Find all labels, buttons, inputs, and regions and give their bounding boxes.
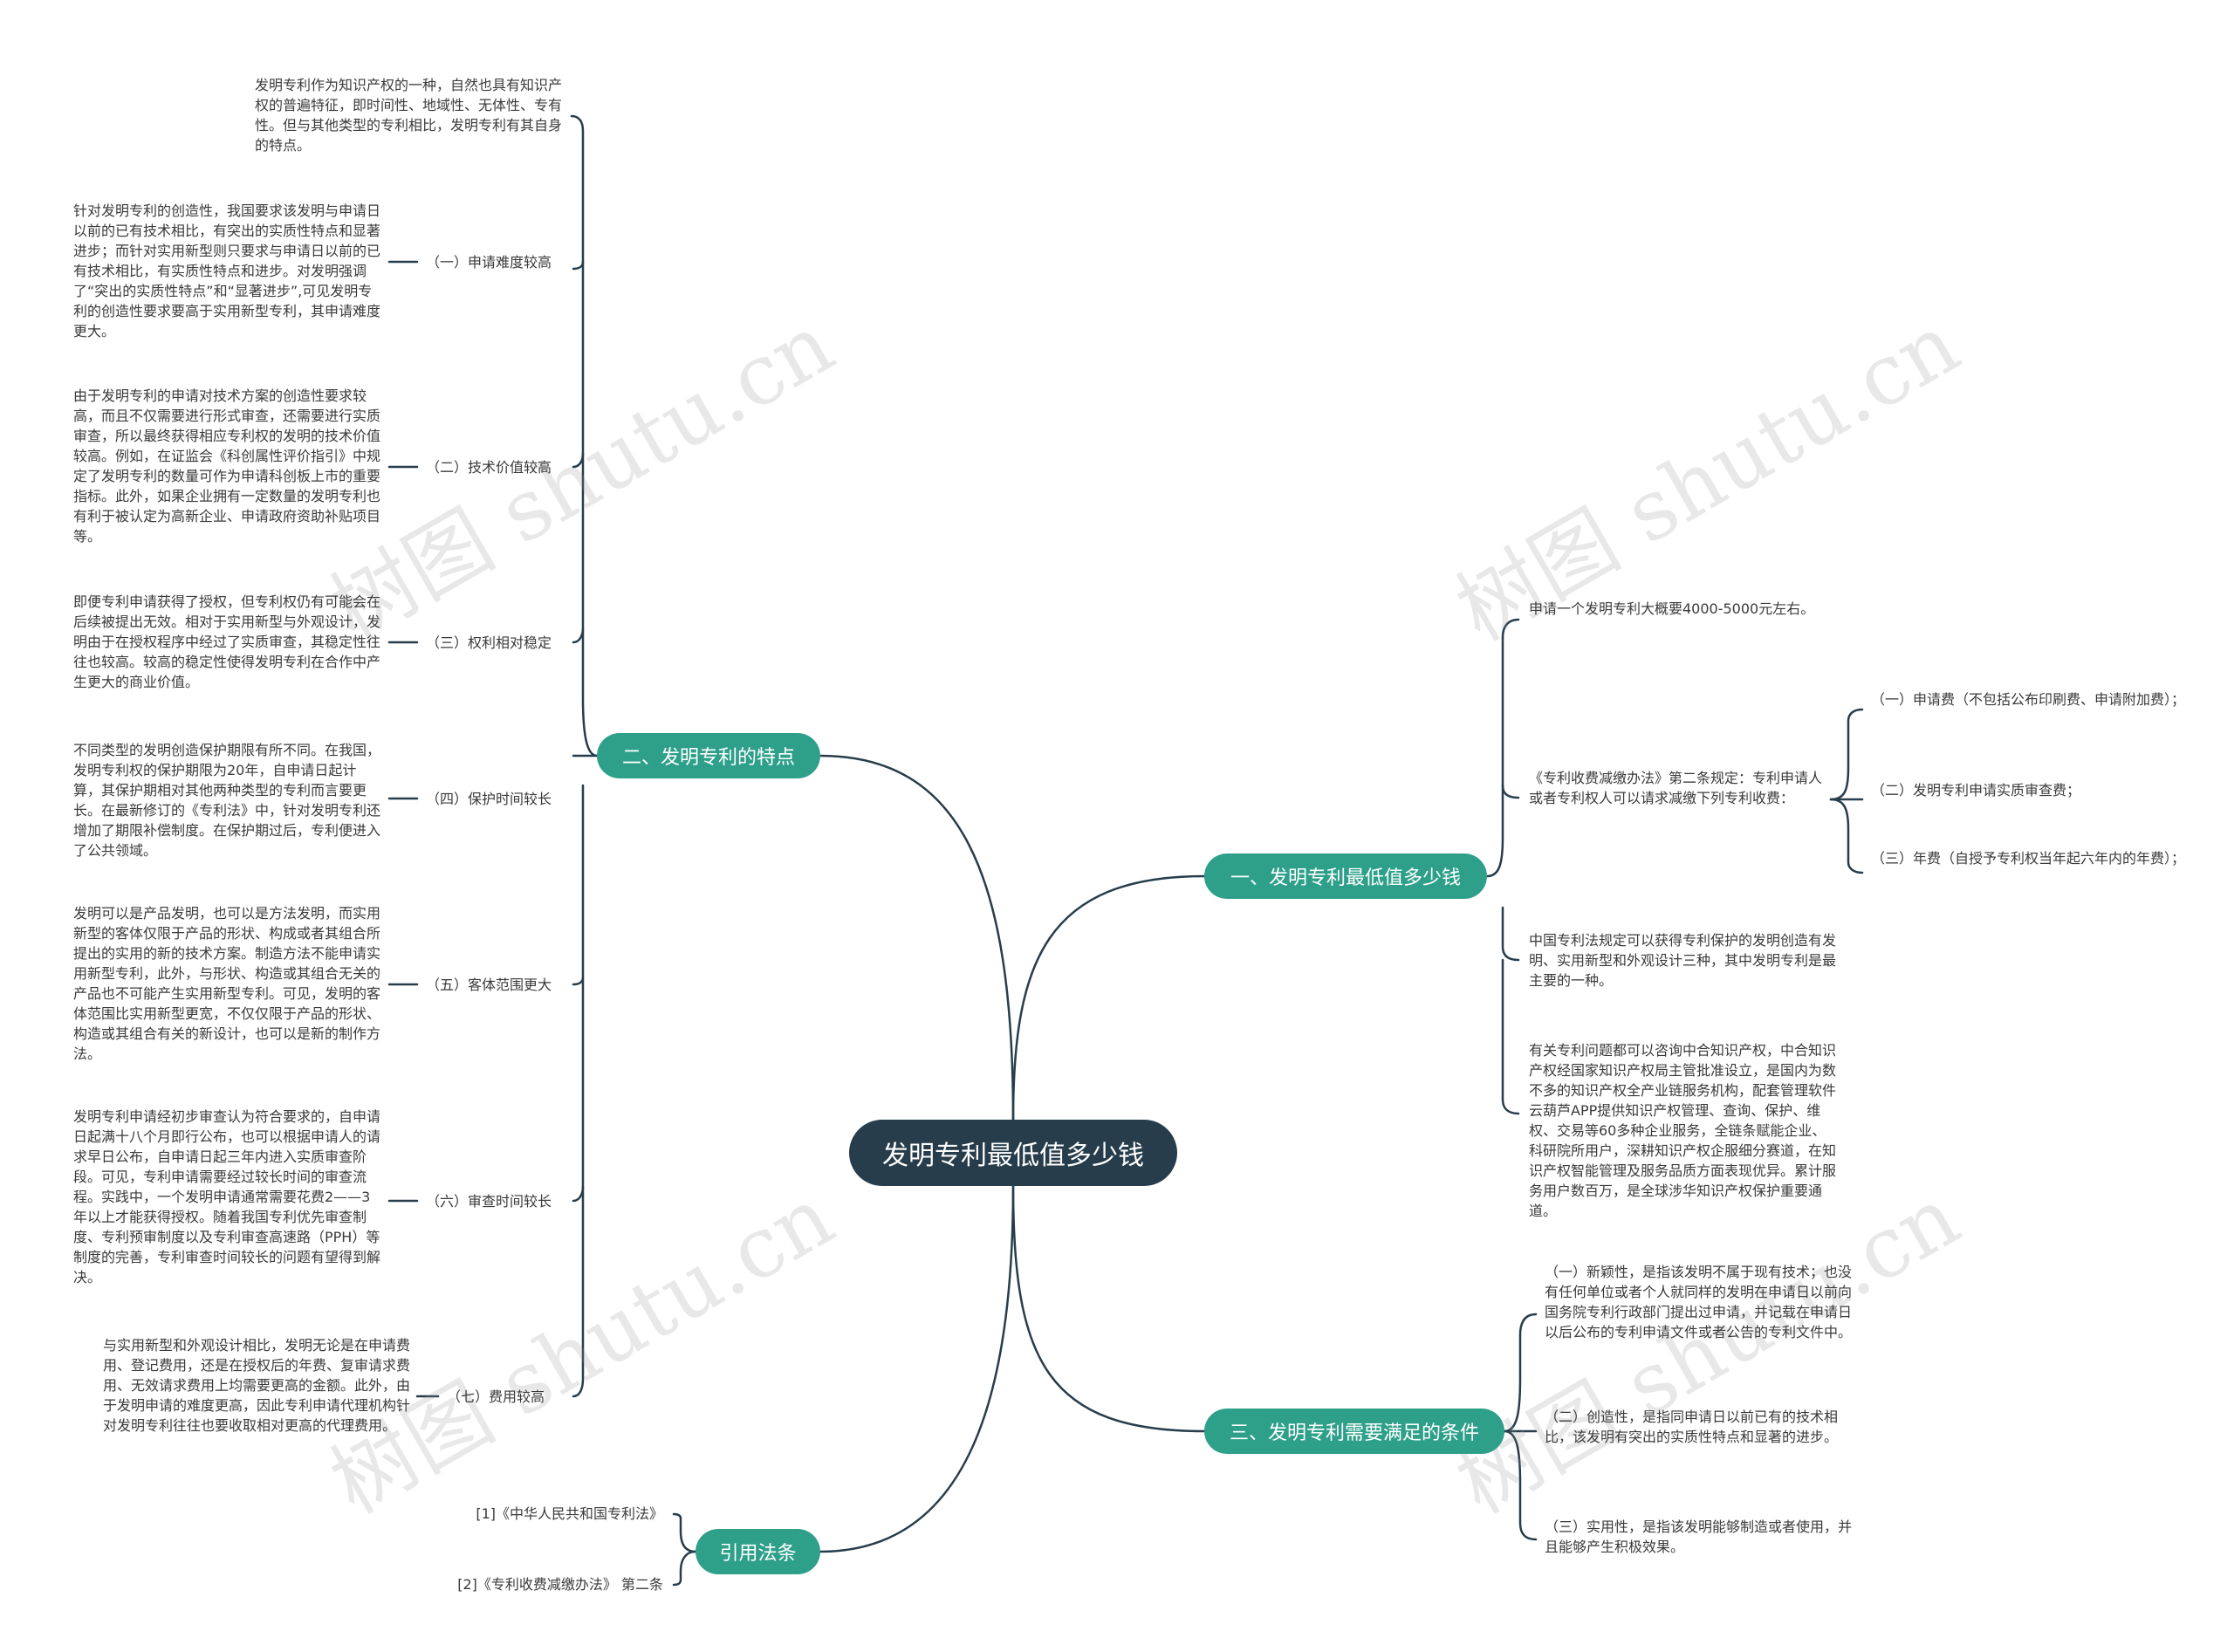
feature-text-5: 发明可以是产品发明，也可以是方法发明，而实用新型的客体仅限于产品的形状、构成或者…: [73, 905, 381, 1062]
feature-text-7: 与实用新型和外观设计相比，发明无论是在申请费用、登记费用，还是在授权后的年费、复…: [103, 1337, 411, 1434]
features-intro: 发明专利作为知识产权的一种，自然也具有知识产权的普遍特征，即时间性、地域性、无体…: [255, 77, 563, 154]
condition-2: （二）创造性，是指同申请日以前已有的技术相比，该发明有突出的实质性特点和显著的进…: [1545, 1409, 1839, 1445]
feature-text-1: 针对发明专利的创造性，我国要求该发明与申请日以前的已有技术相比，有突出的实质性特…: [73, 202, 381, 339]
fee-item-3: （三）年费（自授予专利权当年起六年内的年费）；: [1871, 850, 2186, 867]
feature-text-2: 由于发明专利的申请对技术方案的创造性要求较高，而且不仅需要进行形式审查，还需要进…: [73, 387, 381, 545]
law-item-2[interactable]: [2]《专利收费减缴办法》 第二条: [457, 1576, 663, 1593]
branch-laws[interactable]: 引用法条: [696, 1529, 820, 1574]
cost-price: 申请一个发明专利大概要4000-5000元左右。: [1529, 600, 1815, 617]
branch-features[interactable]: 二、发明专利的特点: [597, 733, 820, 778]
cost-consult: 有关专利问题都可以咨询中合知识产权，中合知识产权经国家知识产权局主管批准设立，是…: [1529, 1042, 1837, 1219]
cost-fee-rule: 《专利收费减缴办法》第二条规定：专利申请人或者专利权人可以请求减缴下列专利收费：: [1529, 770, 1823, 806]
fee-item-1: （一）申请费（不包括公布印刷费、申请附加费）；: [1871, 691, 2186, 708]
feature-label-5[interactable]: （五）客体范围更大: [426, 977, 552, 993]
root-topic[interactable]: 发明专利最低值多少钱: [849, 1120, 1177, 1186]
law-item-1[interactable]: [1]《中华人民共和国专利法》: [476, 1505, 663, 1522]
feature-text-3: 即便专利申请获得了授权，但专利权仍有可能会在后续被提出无效。相对于实用新型与外观…: [73, 593, 381, 690]
condition-1: （一）新颖性，是指该发明不属于现有技术；也没有任何单位或者个人就同样的发明在申请…: [1545, 1264, 1853, 1340]
feature-label-4[interactable]: （四）保护时间较长: [426, 791, 552, 807]
feature-label-7[interactable]: （七）费用较高: [447, 1388, 545, 1405]
feature-text-6: 发明专利申请经初步审查认为符合要求的，自申请日起满十八个月即行公布，也可以根据申…: [73, 1108, 381, 1285]
feature-label-3[interactable]: （三）权利相对稳定: [426, 634, 552, 651]
feature-text-4: 不同类型的发明创造保护期限有所不同。在我国，发明专利权的保护期限为20年，自申请…: [73, 742, 381, 859]
feature-label-6[interactable]: （六）审查时间较长: [426, 1193, 552, 1210]
cost-types: 中国专利法规定可以获得专利保护的发明创造有发明、实用新型和外观设计三种，其中发明…: [1529, 932, 1837, 989]
feature-label-1[interactable]: （一）申请难度较高: [426, 254, 552, 271]
fee-item-2: （二）发明专利申请实质审查费；: [1871, 782, 2081, 799]
feature-label-2[interactable]: （二）技术价值较高: [426, 459, 552, 476]
branch-cost[interactable]: 一、发明专利最低值多少钱: [1204, 853, 1487, 899]
branch-conditions[interactable]: 三、发明专利需要满足的条件: [1204, 1409, 1504, 1454]
condition-3: （三）实用性，是指该发明能够制造或者使用，并且能够产生积极效果。: [1545, 1518, 1853, 1555]
